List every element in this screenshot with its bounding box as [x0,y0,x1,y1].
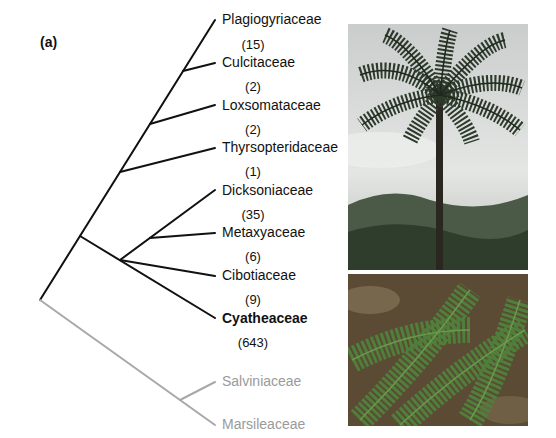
family-name: Cibotiaceae [222,267,296,283]
cladogram [40,20,215,425]
family-name: Thyrsopteridaceae [222,139,338,155]
family-name: Metaxyaceae [222,224,305,240]
family-name: Loxsomataceae [222,97,321,113]
frond-photo [348,274,528,426]
species-count: (6) [245,249,261,265]
family-name: Cyatheaceae [222,310,308,326]
family-name: Dicksoniaceae [222,182,313,198]
family-name: Plagiogyriaceae [222,11,322,27]
family-name: Culcitaceae [222,54,295,70]
tree-fern-photo [348,24,528,270]
species-count: (35) [241,207,264,223]
species-count: (2) [245,79,261,95]
species-count: (1) [245,164,261,180]
species-count: (15) [241,37,264,53]
family-name: Marsileaceae [222,416,305,432]
species-count: (643) [238,335,268,351]
species-count: (9) [245,292,261,308]
family-name: Salviniaceae [222,373,301,389]
panel-letter: (a) [40,34,57,50]
species-count: (2) [245,122,261,138]
